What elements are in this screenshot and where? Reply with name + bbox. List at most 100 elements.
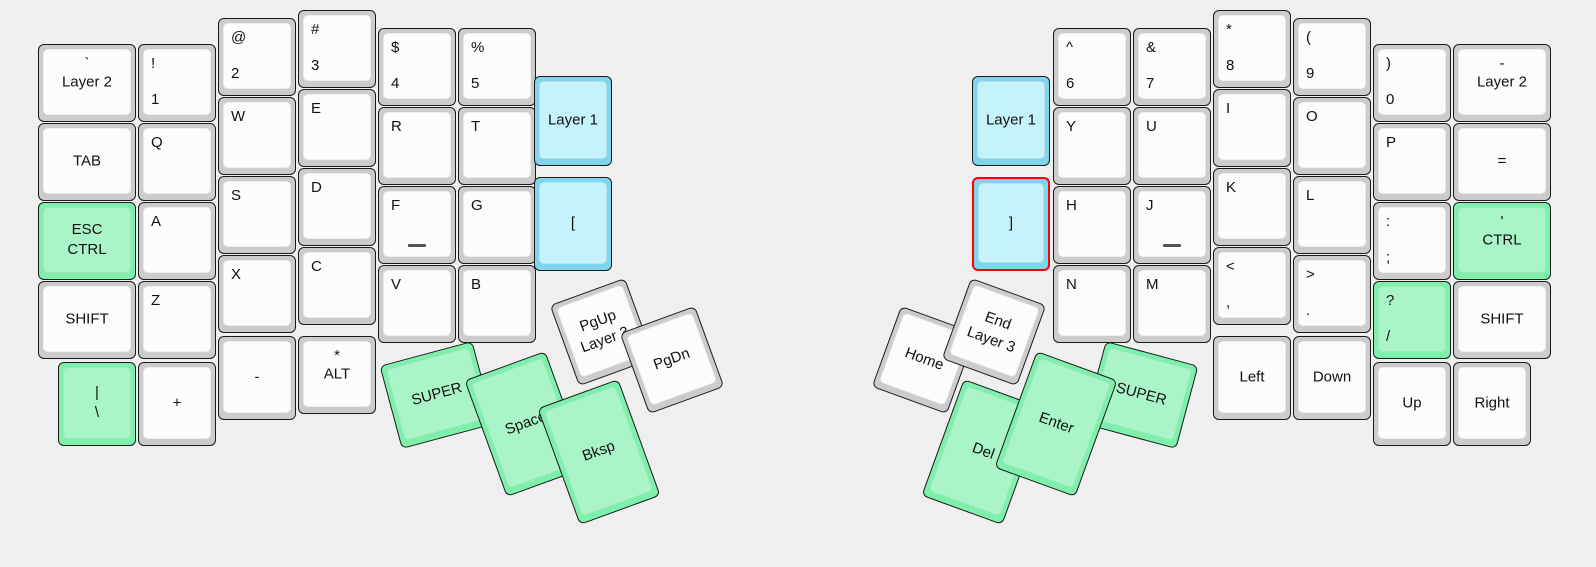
key-7[interactable]: &7 (1133, 28, 1211, 106)
legend-shifted: : (1386, 213, 1391, 230)
legend-shifted: I (1226, 100, 1231, 117)
key-up-arrow[interactable]: Up (1373, 362, 1451, 446)
keycap-face: E (303, 94, 371, 160)
legend-stacked: ESC CTRL (67, 220, 107, 258)
legend-shifted: V (391, 276, 402, 293)
legend-base: 6 (1066, 75, 1075, 92)
keycap-face: ] (978, 183, 1044, 263)
key-s[interactable]: S (218, 176, 296, 254)
key-y[interactable]: Y (1053, 107, 1131, 185)
key-c[interactable]: C (298, 247, 376, 325)
key-6[interactable]: ^6 (1053, 28, 1131, 106)
key-z[interactable]: Z (138, 281, 216, 359)
key-i[interactable]: I (1213, 89, 1291, 167)
key-r[interactable]: R (378, 107, 456, 185)
key-m[interactable]: M (1133, 265, 1211, 343)
key-q[interactable]: Q (138, 123, 216, 201)
keycap-face: F (383, 191, 451, 257)
key-e[interactable]: E (298, 89, 376, 167)
key-right-arrow[interactable]: Right (1453, 362, 1531, 446)
key-l[interactable]: L (1293, 176, 1371, 254)
key-alt[interactable]: *ALT (298, 336, 376, 414)
key-plus[interactable]: + (138, 362, 216, 446)
key-d[interactable]: D (298, 168, 376, 246)
keycap-face: L (1298, 181, 1366, 247)
legend-shifted: X (231, 266, 242, 283)
keycap-face: -Layer 2 (1458, 49, 1546, 115)
key-minus-left[interactable]: - (218, 336, 296, 420)
key-layer2-left[interactable]: `Layer 2 (38, 44, 136, 122)
key-4[interactable]: $4 (378, 28, 456, 106)
keycap-face: Y (1058, 112, 1126, 178)
key-esc-ctrl[interactable]: ESC CTRL (38, 202, 136, 280)
key-layer2-right[interactable]: -Layer 2 (1453, 44, 1551, 122)
key-bksp[interactable]: Bksp (537, 379, 661, 525)
legend-shifted: H (1066, 197, 1077, 214)
key-bracket-left[interactable]: [ (534, 177, 612, 271)
legend-top: ' (1500, 213, 1504, 230)
keycap-face: SHIFT (1458, 286, 1546, 352)
keycap-face: (9 (1298, 23, 1366, 89)
key-ctrl-right[interactable]: 'CTRL (1453, 202, 1551, 280)
key-semicolon[interactable]: :; (1373, 202, 1451, 280)
key-2[interactable]: @2 (218, 18, 296, 96)
legend-base: . (1306, 302, 1311, 319)
key-period[interactable]: >. (1293, 255, 1371, 333)
key-g[interactable]: G (458, 186, 536, 264)
key-comma[interactable]: <, (1213, 247, 1291, 325)
keycap-face: 'CTRL (1458, 207, 1546, 273)
key-o[interactable]: O (1293, 97, 1371, 175)
legend-shifted: % (471, 39, 485, 56)
key-shift-left[interactable]: SHIFT (38, 281, 136, 359)
key-5[interactable]: %5 (458, 28, 536, 106)
key-j[interactable]: J (1133, 186, 1211, 264)
keycap-face: Layer 1 (977, 81, 1045, 159)
keycap-face: A (143, 207, 211, 273)
key-p[interactable]: P (1373, 123, 1451, 201)
key-n[interactable]: N (1053, 265, 1131, 343)
keycap-face: T (463, 112, 531, 178)
key-slash[interactable]: ?/ (1373, 281, 1451, 359)
legend-base: 1 (151, 91, 160, 108)
key-h[interactable]: H (1053, 186, 1131, 264)
key-k[interactable]: K (1213, 168, 1291, 246)
key-a[interactable]: A (138, 202, 216, 280)
legend-shifted: S (231, 187, 242, 204)
key-0[interactable]: )0 (1373, 44, 1451, 122)
keycap-face: C (303, 252, 371, 318)
key-3[interactable]: #3 (298, 10, 376, 88)
legend-shifted: $ (391, 39, 400, 56)
keycap-face: G (463, 191, 531, 257)
key-8[interactable]: *8 (1213, 10, 1291, 88)
keycap-face: Layer 1 (539, 81, 607, 159)
legend-center: Layer 1 (547, 111, 599, 129)
legend-base: / (1386, 328, 1391, 345)
key-equals[interactable]: = (1453, 123, 1551, 201)
key-u[interactable]: U (1133, 107, 1211, 185)
key-layer1-left[interactable]: Layer 1 (534, 76, 612, 166)
key-9[interactable]: (9 (1293, 18, 1371, 96)
key-layer1-right[interactable]: Layer 1 (972, 76, 1050, 166)
key-v[interactable]: V (378, 265, 456, 343)
keycap-face: | \ (63, 367, 131, 439)
key-t[interactable]: T (458, 107, 536, 185)
keycap-face: )0 (1378, 49, 1446, 115)
key-shift-right[interactable]: SHIFT (1453, 281, 1551, 359)
key-pipe-backslash[interactable]: | \ (58, 362, 136, 446)
legend-shifted: J (1146, 197, 1154, 214)
keycap-face: ?/ (1378, 286, 1446, 352)
key-left-arrow[interactable]: Left (1213, 336, 1291, 420)
keycap-face: !1 (143, 49, 211, 115)
key-1[interactable]: !1 (138, 44, 216, 122)
legend-shifted: @ (231, 29, 247, 46)
key-x[interactable]: X (218, 255, 296, 333)
key-tab[interactable]: TAB (38, 123, 136, 201)
key-b[interactable]: B (458, 265, 536, 343)
key-bracket-right[interactable]: ] (972, 177, 1050, 271)
keycap-face: SHIFT (43, 286, 131, 352)
key-f[interactable]: F (378, 186, 456, 264)
key-down-arrow[interactable]: Down (1293, 336, 1371, 420)
key-w[interactable]: W (218, 97, 296, 175)
legend-base: 5 (471, 75, 480, 92)
